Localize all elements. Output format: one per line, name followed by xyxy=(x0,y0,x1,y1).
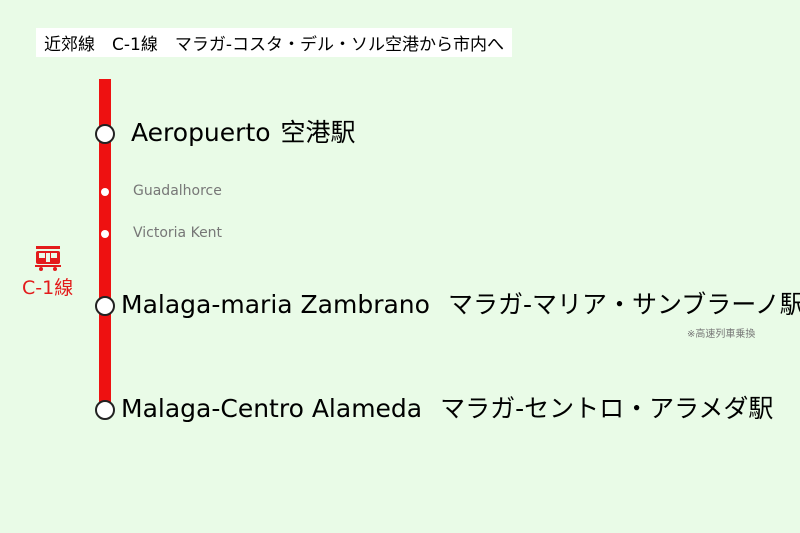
station-name-ja: 空港駅 xyxy=(280,118,356,147)
station-dot-guadalhorce xyxy=(101,188,109,196)
station-name-ja: マラガ-マリア・サンブラーノ駅 xyxy=(447,290,800,319)
station-guadalhorce[interactable]: Guadalhorce xyxy=(133,183,222,199)
station-aeropuerto[interactable]: Aeropuerto 空港駅 xyxy=(131,118,356,148)
station-dot-zambrano xyxy=(95,296,115,316)
high-speed-transfer-note: ※高速列車乗換 xyxy=(687,329,756,340)
line-label: C-1線 xyxy=(22,277,74,299)
station-name-en: Aeropuerto xyxy=(131,118,271,147)
station-victoria-kent[interactable]: Victoria Kent xyxy=(133,225,223,241)
line-badge: C-1線 xyxy=(22,245,73,300)
train-icon xyxy=(34,246,61,271)
station-dot-victoria-kent xyxy=(101,230,109,238)
station-alameda[interactable]: Malaga-Centro Alameda マラガ-セントロ・アラメダ駅 xyxy=(121,394,773,424)
c1-route-line xyxy=(99,79,111,409)
station-dot-alameda xyxy=(95,400,115,420)
station-name-en: Malaga-Centro Alameda xyxy=(121,394,423,423)
station-dot-aeropuerto xyxy=(95,124,115,144)
station-name-ja: マラガ-セントロ・アラメダ駅 xyxy=(440,394,774,423)
station-zambrano[interactable]: Malaga-maria Zambrano マラガ-マリア・サンブラーノ駅 xyxy=(121,290,800,320)
map-title: 近郊線 C-1線 マラガ-コスタ・デル・ソル空港から市内へ xyxy=(36,28,512,57)
station-name-en: Malaga-maria Zambrano xyxy=(121,290,430,319)
